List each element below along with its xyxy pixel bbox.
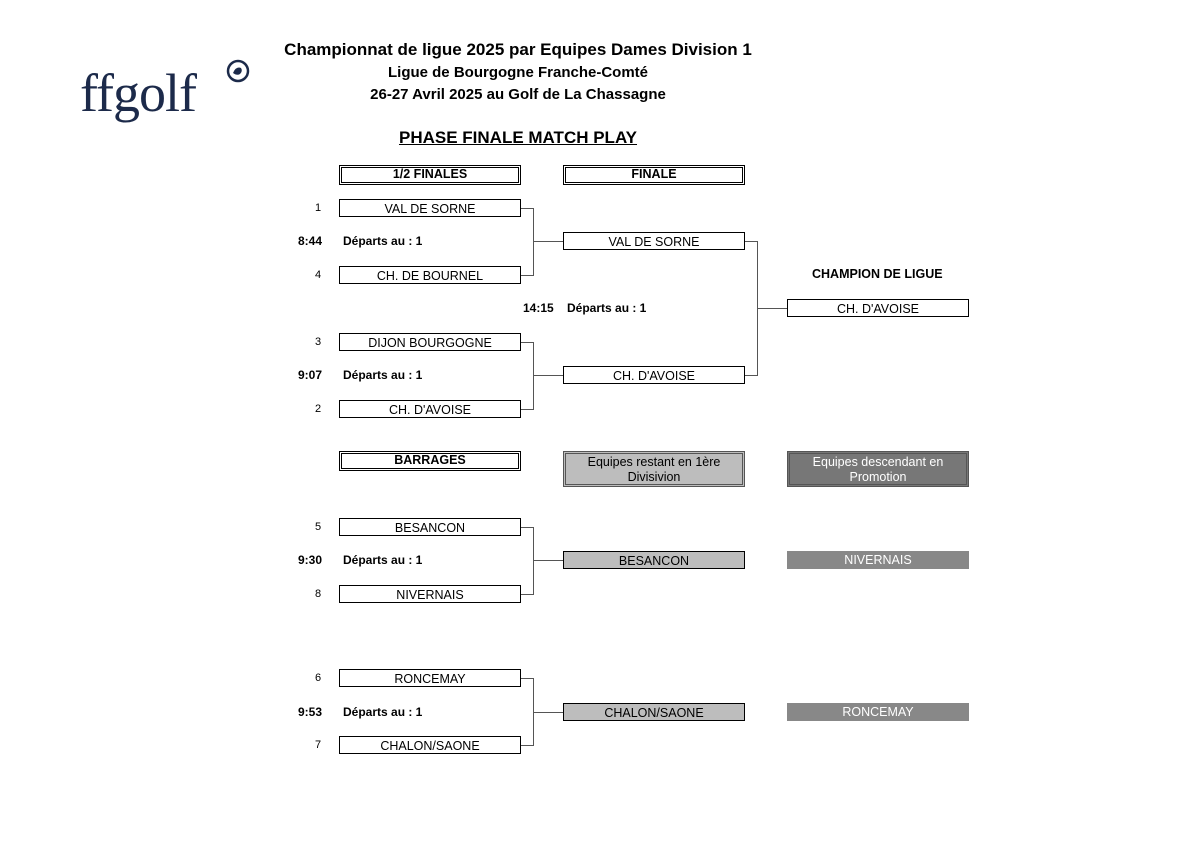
bracket-line: [533, 342, 534, 410]
departs-label: Départs au : 1: [343, 705, 423, 719]
bracket-line: [521, 342, 533, 343]
departs-label: Départs au : 1: [343, 553, 423, 567]
descending-team-box: RONCEMAY: [787, 703, 969, 721]
team-box: DIJON BOURGOGNE: [339, 333, 521, 351]
bracket-line: [521, 208, 533, 209]
bracket-line: [521, 275, 533, 276]
seed-number: 4: [314, 269, 322, 281]
seed-number: 3: [314, 336, 322, 348]
bracket-line: [533, 375, 563, 376]
bracket-line: [745, 375, 757, 376]
start-time: 8:44: [298, 234, 323, 248]
seed-number: 6: [314, 672, 322, 684]
final-time: 14:15: [523, 301, 554, 315]
seed-number: 5: [314, 521, 322, 533]
descending-header: Equipes descendant en Promotion: [787, 451, 969, 487]
final-team-box: VAL DE SORNE: [563, 232, 745, 250]
logo-text: ffgolf: [80, 63, 197, 123]
start-time: 9:07: [298, 368, 323, 382]
team-box: CH. DE BOURNEL: [339, 266, 521, 284]
phase-title: PHASE FINALE MATCH PLAY: [398, 128, 638, 147]
seed-number: 2: [314, 403, 322, 415]
rooster-icon: [226, 59, 250, 83]
bracket-line: [521, 594, 533, 595]
team-box: BESANCON: [339, 518, 521, 536]
bracket-line: [533, 527, 534, 595]
staying-team-box: CHALON/SAONE: [563, 703, 745, 721]
barrages-header: BARRAGES: [339, 451, 521, 471]
departs-label: Départs au : 1: [343, 234, 423, 248]
championship-title: Championnat de ligue 2025 par Equipes Da…: [284, 40, 752, 59]
seed-number: 7: [314, 739, 322, 751]
bracket-line: [757, 308, 788, 309]
final-departs-label: Départs au : 1: [567, 301, 647, 315]
bracket-line: [521, 678, 533, 679]
descending-team-box: NIVERNAIS: [787, 551, 969, 569]
departs-label: Départs au : 1: [343, 368, 423, 382]
event-date-venue: 26-27 Avril 2025 au Golf de La Chassagne: [370, 86, 666, 103]
team-box: VAL DE SORNE: [339, 199, 521, 217]
champion-label: CHAMPION DE LIGUE: [812, 267, 943, 281]
seed-number: 1: [314, 202, 322, 214]
team-box: NIVERNAIS: [339, 585, 521, 603]
team-box: CHALON/SAONE: [339, 736, 521, 754]
bracket-line: [521, 409, 533, 410]
staying-header: Equipes restant en 1ère Divisivion: [563, 451, 745, 487]
final-header: FINALE: [563, 165, 745, 185]
bracket-line: [533, 208, 534, 276]
bracket-line: [533, 712, 563, 713]
ffgolf-logo: ffgolf: [80, 58, 255, 130]
bracket-line: [521, 527, 533, 528]
start-time: 9:53: [298, 705, 323, 719]
semis-header: 1/2 FINALES: [339, 165, 521, 185]
team-box: CH. D'AVOISE: [339, 400, 521, 418]
bracket-line: [533, 560, 563, 561]
bracket-line: [533, 241, 563, 242]
bracket-line: [521, 745, 533, 746]
seed-number: 8: [314, 588, 322, 600]
team-box: RONCEMAY: [339, 669, 521, 687]
league-name: Ligue de Bourgogne Franche-Comté: [387, 64, 648, 81]
champion-box: CH. D'AVOISE: [787, 299, 969, 317]
final-team-box: CH. D'AVOISE: [563, 366, 745, 384]
staying-team-box: BESANCON: [563, 551, 745, 569]
start-time: 9:30: [298, 553, 323, 567]
bracket-line: [745, 241, 757, 242]
